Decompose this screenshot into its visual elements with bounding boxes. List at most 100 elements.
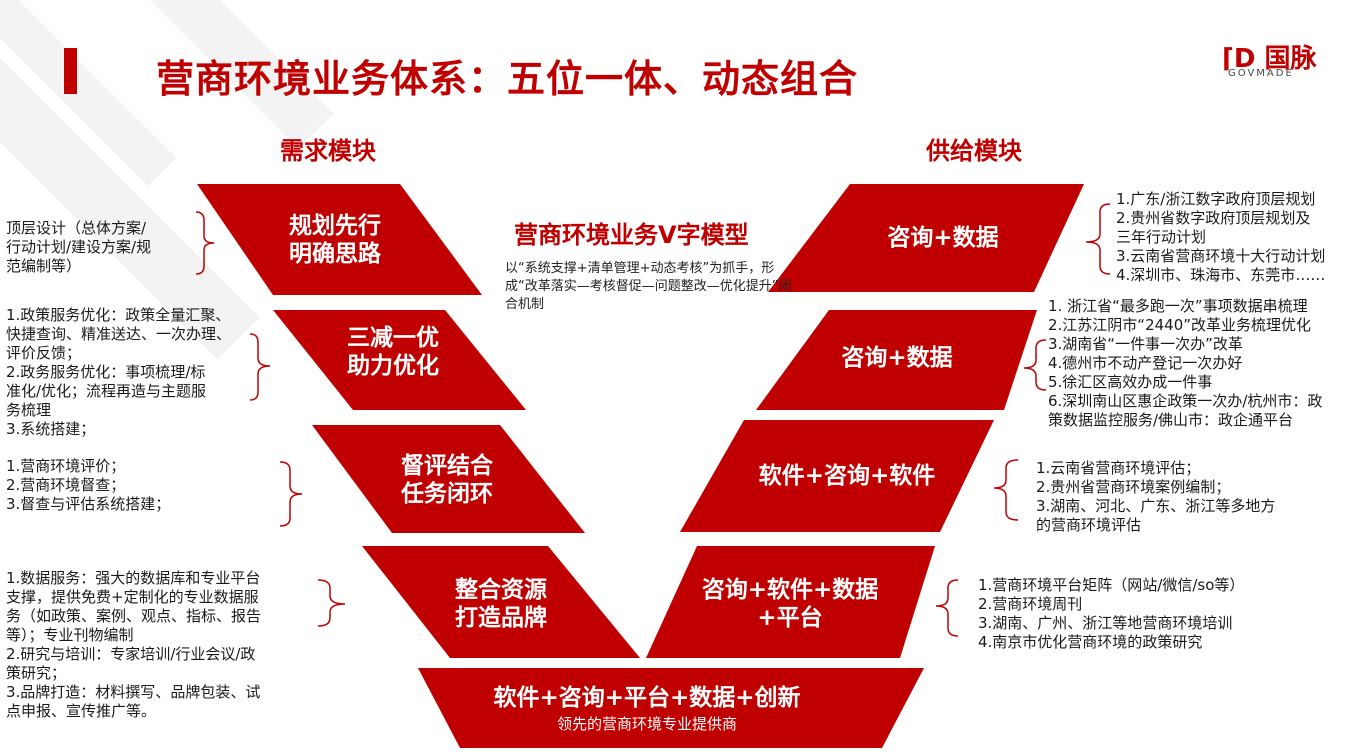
bottom-segment bbox=[418, 668, 924, 748]
right-segment-2 bbox=[756, 310, 1037, 410]
left-bracket-4 bbox=[317, 579, 346, 627]
note-line: 3.督查与评估系统搭建； bbox=[6, 495, 171, 513]
note-line: 1.广东/浙江数字政府顶层规划 bbox=[1116, 190, 1316, 208]
note-line: 的营商环境评估 bbox=[1036, 516, 1142, 534]
left-bracket-3 bbox=[279, 461, 303, 527]
note-line: 1.云南省营商环境评估； bbox=[1036, 459, 1201, 477]
supply-module-heading: 供给模块 bbox=[926, 137, 1022, 165]
left-note-3: 1.营商环境评价； 2.营商环境督查； 3.督查与评估系统搭建； bbox=[6, 457, 170, 514]
left-segment-3 bbox=[312, 425, 585, 533]
right-note-1: 1.广东/浙江数字政府顶层规划 2.贵州省数字政府顶层规划及 三年行动计划 3.… bbox=[1116, 190, 1325, 285]
title-accent-bar bbox=[64, 48, 77, 94]
note-line: 顶层设计（总体方案/ bbox=[6, 219, 147, 237]
left-segment-1-label: 规划先行 明确思路 bbox=[260, 212, 410, 268]
note-line: 务（如政策、案例、观点、指标、报告 bbox=[6, 607, 262, 625]
segment-label-line: 督评结合 bbox=[401, 453, 493, 479]
note-line: 4.德州市不动产登记一次办好 bbox=[1048, 354, 1243, 372]
right-bracket-3 bbox=[993, 459, 1019, 521]
note-line: 3.云南省营商环境十大行动计划 bbox=[1116, 247, 1326, 265]
note-line: 3.湖南省“一件事一次办”改革 bbox=[1048, 335, 1243, 353]
demand-module-heading: 需求模块 bbox=[280, 137, 376, 165]
bottom-segment-title: 软件+咨询+平台+数据+创新 bbox=[493, 685, 801, 711]
note-line: 2.贵州省营商环境案例编制； bbox=[1036, 478, 1231, 496]
v-model-description: 以“系统支撑+清单管理+动态考核”为抓手，形成“改革落实—考核督促—问题整改—优… bbox=[505, 261, 792, 312]
segment-label-line: 咨询+数据 bbox=[887, 225, 999, 251]
note-line: 2.江苏江阴市“2440”改革业务梳理优化 bbox=[1048, 316, 1312, 334]
right-bracket-1 bbox=[1085, 203, 1111, 275]
note-line: 4.南京市优化营商环境的政策研究 bbox=[978, 633, 1203, 651]
note-line: 评价反馈； bbox=[6, 344, 82, 362]
note-line: 支撑，提供免费+定制化的专业数据服 bbox=[6, 588, 259, 606]
govmade-logo: ⌈D 国脉 GOVMADE bbox=[1222, 38, 1334, 84]
left-segment-4 bbox=[362, 546, 640, 658]
note-line: 1. 浙江省“最多跑一次”事项数据串梳理 bbox=[1048, 297, 1308, 315]
segment-label-line: +平台 bbox=[757, 605, 823, 631]
note-line: 行动计划/建设方案/规 bbox=[6, 238, 152, 256]
note-line: 2.研究与培训：专家培训/行业会议/政 bbox=[6, 645, 256, 663]
right-bracket-2 bbox=[1023, 339, 1047, 391]
right-segment-4 bbox=[646, 546, 935, 658]
note-line: 4.深圳市、珠海市、东莞市…… bbox=[1116, 266, 1326, 284]
note-line: 2.营商环境督查； bbox=[6, 476, 126, 494]
left-note-4: 1.数据服务：强大的数据库和专业平台 支撑，提供免费+定制化的专业数据服 务（如… bbox=[6, 569, 261, 721]
left-brackets bbox=[195, 211, 346, 627]
segment-label-line: 咨询+数据 bbox=[841, 345, 953, 371]
note-line: 务梳理 bbox=[6, 401, 52, 419]
note-line: 3.系统搭建； bbox=[6, 420, 96, 438]
segment-label-line: 规划先行 bbox=[289, 213, 381, 239]
note-line: 点申报、宣传推广等。 bbox=[6, 702, 157, 720]
note-line: 策研究； bbox=[6, 664, 67, 682]
right-note-3: 1.云南省营商环境评估； 2.贵州省营商环境案例编制； 3.湖南、河北、广东、浙… bbox=[1036, 459, 1275, 535]
right-note-2: 1. 浙江省“最多跑一次”事项数据串梳理 2.江苏江阴市“2440”改革业务梳理… bbox=[1048, 297, 1322, 430]
note-line: 3.湖南、河北、广东、浙江等多地方 bbox=[1036, 497, 1276, 515]
logo-mark: ⌈D 国脉 bbox=[1222, 44, 1317, 74]
note-line: 3.品牌打造：材料撰写、品牌包装、试 bbox=[6, 683, 261, 701]
right-note-4: 1.营商环境平台矩阵（网站/微信/so等） 2.营商环境周刊 3.湖南、广州、浙… bbox=[978, 576, 1244, 652]
note-line: 5.徐汇区高效办成一件事 bbox=[1048, 373, 1213, 391]
v-model-title: 营商环境业务V字模型 bbox=[514, 221, 749, 249]
left-segment-2-label: 三减一优 助力优化 bbox=[318, 324, 468, 380]
right-segment-1-label: 咨询+数据 bbox=[858, 224, 1028, 252]
note-line: 1.营商环境评价； bbox=[6, 457, 126, 475]
right-brackets bbox=[935, 203, 1111, 637]
segment-label-line: 助力优化 bbox=[347, 353, 439, 379]
note-line: 2.政务服务优化：事项梳理/标 bbox=[6, 363, 206, 381]
note-line: 1.营商环境平台矩阵（网站/微信/so等） bbox=[978, 576, 1245, 594]
segment-label-line: 明确思路 bbox=[289, 241, 381, 267]
note-line: 6.深圳南山区惠企政策一次办/杭州市：政 bbox=[1048, 392, 1323, 410]
segment-label-line: 软件+咨询+软件 bbox=[758, 463, 936, 489]
segment-label-line: 任务闭环 bbox=[401, 481, 493, 507]
left-bracket-2 bbox=[249, 333, 271, 401]
note-line: 快捷查询、精准送达、一次办理、 bbox=[6, 325, 232, 343]
right-segment-1 bbox=[768, 184, 1084, 292]
right-segment-3-label: 软件+咨询+软件 bbox=[742, 462, 952, 490]
note-line: 策数据监控服务/佛山市：政企通平台 bbox=[1048, 411, 1294, 429]
note-line: 3.湖南、广州、浙江等地营商环境培训 bbox=[978, 614, 1233, 632]
note-line: 准化/优化；流程再造与主题服 bbox=[6, 382, 207, 400]
left-segment-1 bbox=[197, 184, 482, 295]
right-segment-2-label: 咨询+数据 bbox=[812, 344, 982, 372]
left-segment-4-label: 整合资源 打造品牌 bbox=[426, 576, 576, 632]
bottom-segment-subtitle: 领先的营商环境专业提供商 bbox=[556, 715, 737, 733]
segment-label-line: 整合资源 bbox=[455, 577, 547, 603]
right-segment-4-label: 咨询+软件+数据 +平台 bbox=[690, 576, 890, 632]
right-bracket-4 bbox=[935, 579, 959, 637]
note-line: 范编制等） bbox=[6, 257, 82, 275]
note-line: 1.政策服务优化：政策全量汇聚、 bbox=[6, 306, 231, 324]
left-note-1: 顶层设计（总体方案/ 行动计划/建设方案/规 范编制等） bbox=[6, 219, 151, 276]
left-segment-2 bbox=[273, 310, 526, 410]
note-line: 2.营商环境周刊 bbox=[978, 595, 1083, 613]
segment-label-line: 打造品牌 bbox=[455, 605, 547, 631]
note-line: 等）；专业刊物编制 bbox=[6, 626, 134, 644]
segment-label-line: 三减一优 bbox=[347, 325, 439, 351]
segment-label-line: 咨询+软件+数据 bbox=[701, 577, 879, 603]
right-segment-3 bbox=[680, 420, 994, 532]
note-line: 三年行动计划 bbox=[1116, 228, 1207, 246]
note-line: 2.贵州省数字政府顶层规划及 bbox=[1116, 209, 1311, 227]
left-segment-3-label: 督评结合 任务闭环 bbox=[372, 452, 522, 508]
logo-text: GOVMADE bbox=[1228, 68, 1294, 79]
page-title: 营商环境业务体系：五位一体、动态组合 bbox=[156, 57, 859, 101]
left-note-2: 1.政策服务优化：政策全量汇聚、 快捷查询、精准送达、一次办理、 评价反馈； 2… bbox=[6, 306, 231, 439]
left-bracket-1 bbox=[195, 211, 215, 275]
